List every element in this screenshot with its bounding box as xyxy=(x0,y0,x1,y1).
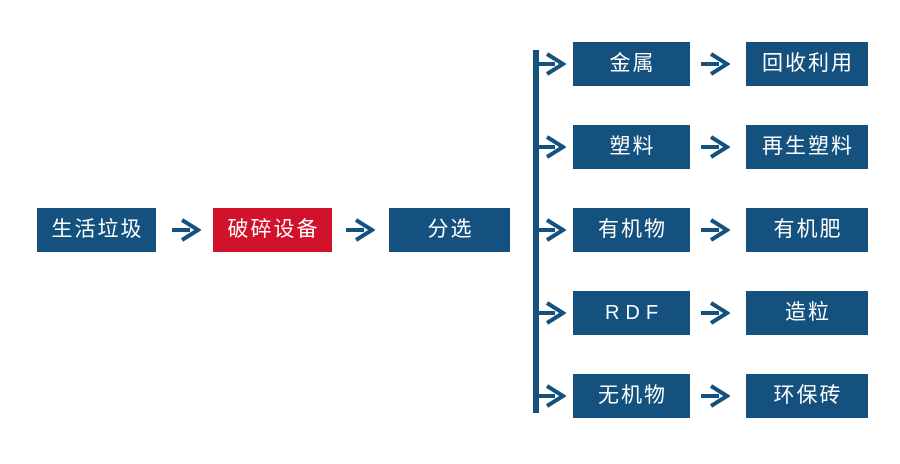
right-arrow-icon xyxy=(536,384,566,408)
right-arrow-icon xyxy=(700,301,730,325)
node-organic-fertilizer: 有机肥 xyxy=(746,208,868,252)
right-arrow-icon xyxy=(345,218,375,242)
node-recycled-plastic: 再生塑料 xyxy=(746,125,868,169)
node-organic-matter: 有机物 xyxy=(573,208,690,252)
right-arrow-icon xyxy=(536,218,566,242)
right-arrow-icon xyxy=(536,301,566,325)
node-granulation: 造粒 xyxy=(746,291,868,335)
node-sorting: 分选 xyxy=(389,208,510,252)
right-arrow-icon xyxy=(700,52,730,76)
branch-trunk-line xyxy=(533,50,539,413)
node-eco-brick: 环保砖 xyxy=(746,374,868,418)
node-inorganic-matter: 无机物 xyxy=(573,374,690,418)
right-arrow-icon xyxy=(171,218,201,242)
node-plastic: 塑料 xyxy=(573,125,690,169)
node-metal: 金属 xyxy=(573,42,690,86)
node-crushing-equipment: 破碎设备 xyxy=(213,208,332,252)
right-arrow-icon xyxy=(700,135,730,159)
right-arrow-icon xyxy=(536,135,566,159)
right-arrow-icon xyxy=(700,384,730,408)
right-arrow-icon xyxy=(700,218,730,242)
node-household-waste: 生活垃圾 xyxy=(37,208,156,252)
right-arrow-icon xyxy=(536,52,566,76)
node-rdf: RDF xyxy=(573,291,690,335)
node-recycling: 回收利用 xyxy=(746,42,868,86)
